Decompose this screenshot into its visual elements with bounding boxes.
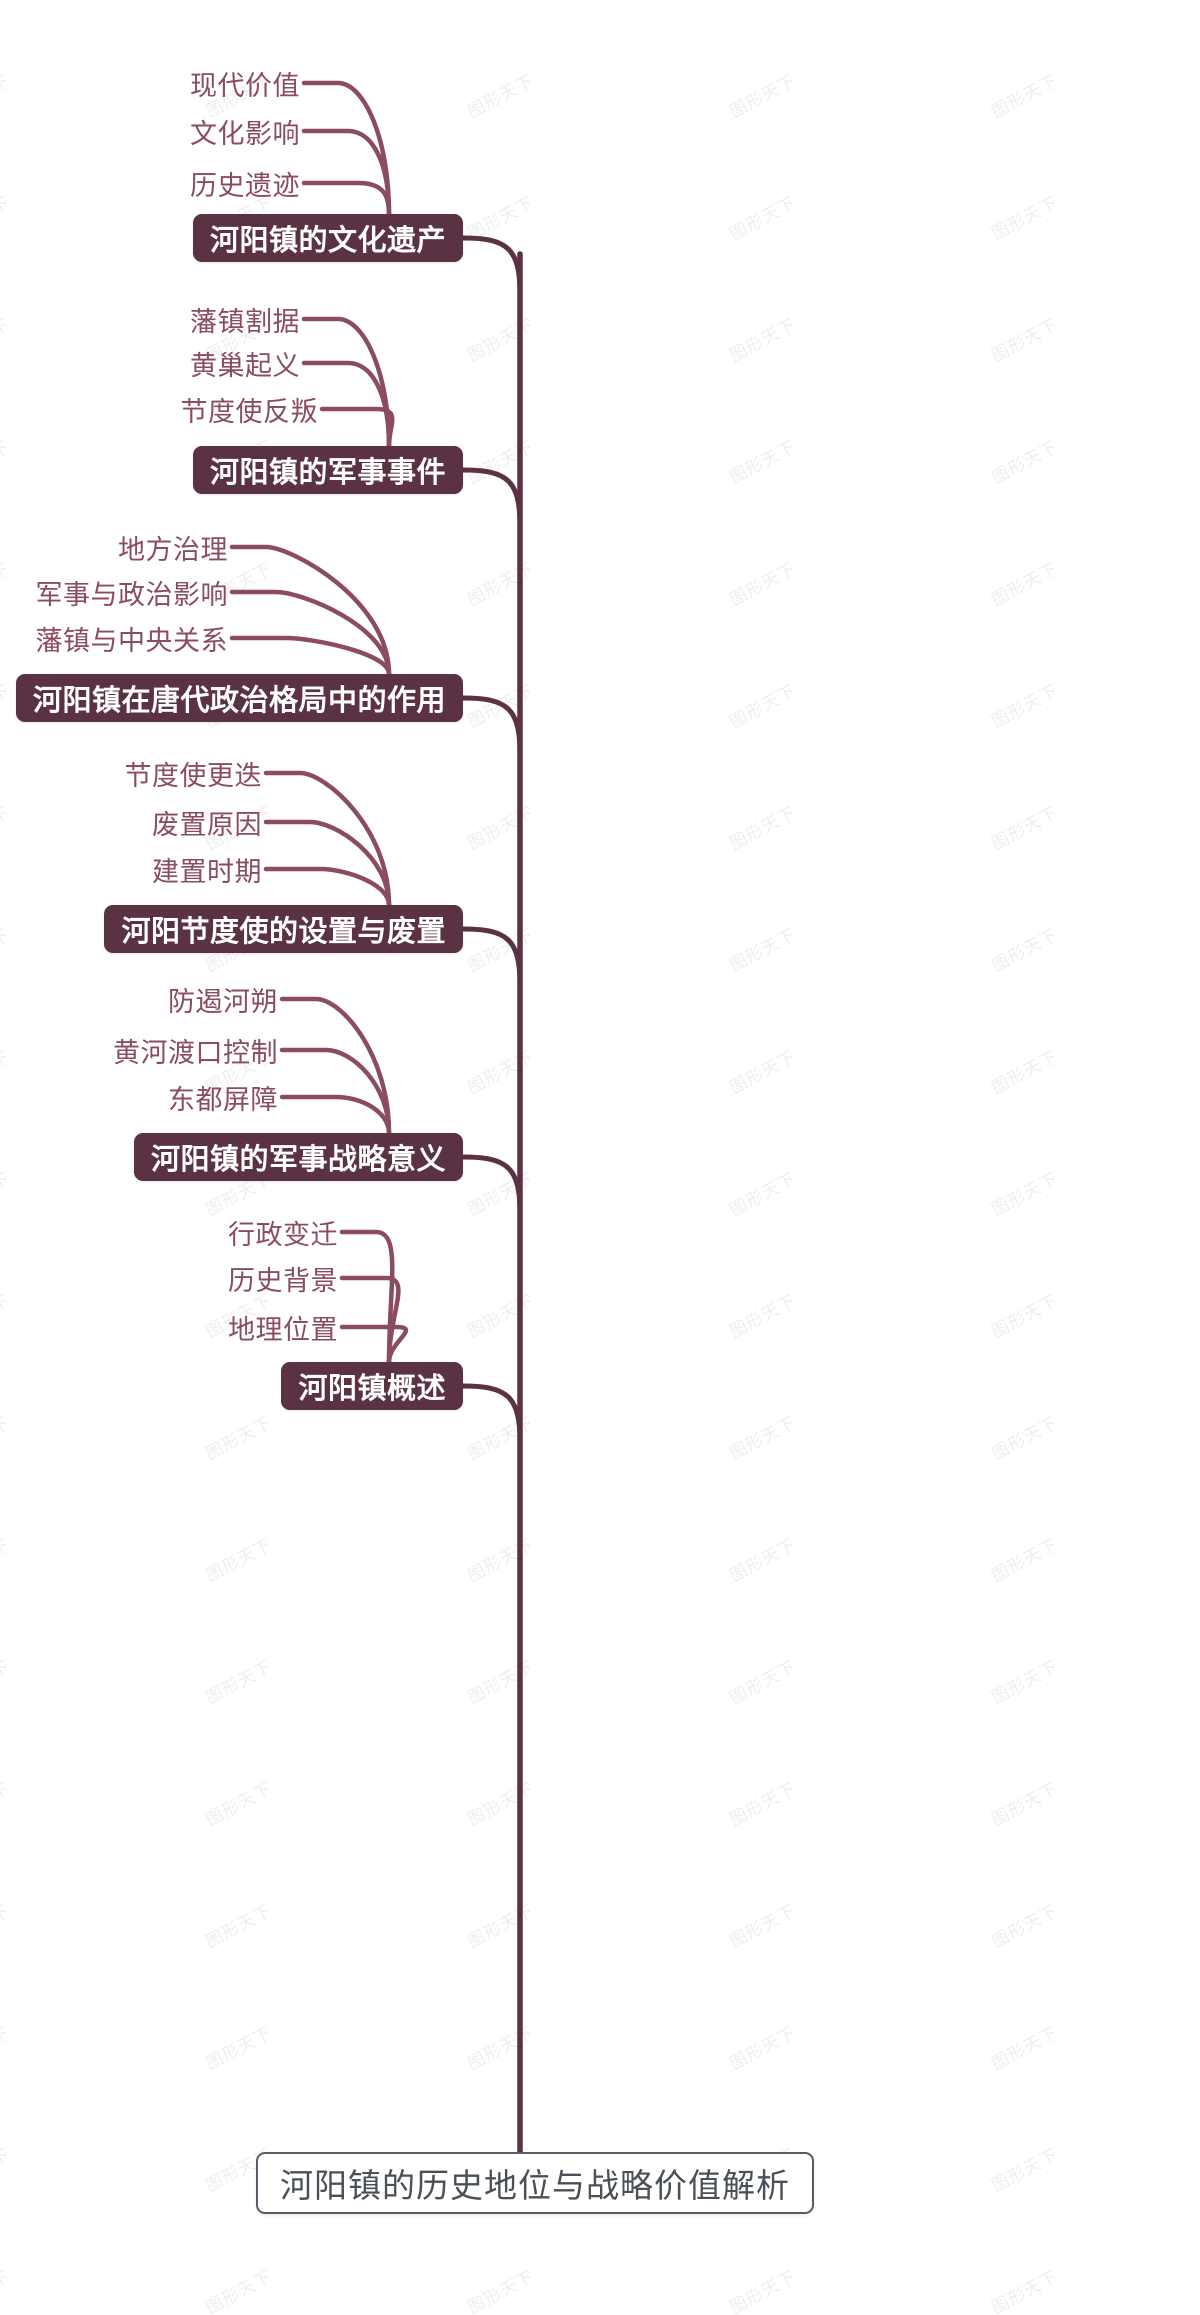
leaf-node-label: 藩镇与中央关系	[35, 625, 228, 656]
leaf-connector-1-3	[301, 180, 392, 217]
leaf-node-label: 历史背景	[228, 1265, 338, 1296]
branch-node-1[interactable]: 河阳镇的文化遗产	[192, 214, 463, 262]
leaf-connector-4-3	[263, 866, 392, 908]
branch-elbow-3	[460, 695, 523, 757]
branch-node-label: 河阳节度使的设置与废置	[121, 916, 446, 948]
leaf-connector-2-2	[301, 360, 392, 449]
leaf-node-label: 黄巢起义	[190, 350, 300, 381]
leaf-node-6-1[interactable]: 行政变迁	[228, 1215, 338, 1250]
leaf-node-label: 东都屏障	[168, 1084, 278, 1115]
leaf-node-5-3[interactable]: 东都屏障	[168, 1080, 278, 1115]
branch-elbow-2	[460, 467, 523, 529]
leaf-connector-3-1	[229, 544, 392, 677]
leaf-node-1-1[interactable]: 现代价值	[190, 66, 300, 101]
branch-node-label: 河阳镇的军事事件	[209, 457, 446, 489]
leaf-node-label: 废置原因	[152, 809, 262, 840]
branch-node-label: 河阳镇概述	[298, 1373, 446, 1405]
leaf-node-label: 黄河渡口控制	[113, 1037, 278, 1068]
leaf-node-6-3[interactable]: 地理位置	[228, 1310, 338, 1345]
leaf-node-1-3[interactable]: 历史遗迹	[190, 166, 300, 201]
leaf-node-label: 建置时期	[152, 856, 262, 887]
leaf-connector-4-2	[263, 819, 392, 908]
leaf-node-3-2[interactable]: 军事与政治影响	[35, 575, 229, 610]
branch-elbow-4	[460, 926, 523, 988]
leaf-node-label: 地方治理	[118, 534, 228, 565]
leaf-connector-5-3	[279, 1094, 392, 1136]
leaf-connector-2-3	[319, 406, 395, 449]
branch-node-label: 河阳镇在唐代政治格局中的作用	[32, 685, 446, 717]
branch-node-3[interactable]: 河阳镇在唐代政治格局中的作用	[15, 674, 463, 722]
leaf-connector-3-3	[229, 635, 392, 677]
leaf-node-label: 地理位置	[228, 1314, 338, 1345]
branch-node-5[interactable]: 河阳镇的军事战略意义	[133, 1133, 463, 1181]
root-node-label: 河阳镇的历史地位与战略价值解析	[280, 2167, 790, 2204]
leaf-node-label: 藩镇割据	[190, 306, 300, 337]
leaf-node-2-3[interactable]: 节度使反叛	[180, 392, 319, 427]
branch-elbow-1	[460, 235, 523, 297]
leaf-node-3-3[interactable]: 藩镇与中央关系	[35, 621, 229, 656]
leaf-node-label: 现代价值	[190, 70, 300, 101]
leaf-node-1-2[interactable]: 文化影响	[190, 114, 300, 149]
branch-node-label: 河阳镇的军事战略意义	[150, 1144, 446, 1176]
branch-elbow-6	[460, 1383, 523, 1445]
branch-node-6[interactable]: 河阳镇概述	[281, 1362, 463, 1410]
leaf-connector-6-3	[339, 1324, 409, 1365]
leaf-node-label: 节度使反叛	[180, 396, 318, 427]
leaf-node-label: 军事与政治影响	[35, 579, 228, 610]
leaf-node-5-1[interactable]: 防遏河朔	[168, 982, 278, 1017]
leaf-node-label: 历史遗迹	[190, 170, 300, 201]
root-node[interactable]: 河阳镇的历史地位与战略价值解析	[256, 2152, 814, 2214]
leaf-node-3-1[interactable]: 地方治理	[118, 530, 228, 565]
leaf-connector-5-2	[279, 1047, 392, 1136]
leaf-node-2-1[interactable]: 藩镇割据	[190, 302, 300, 337]
branch-elbow-5	[460, 1154, 523, 1216]
branch-node-4[interactable]: 河阳节度使的设置与废置	[104, 905, 463, 953]
leaf-connector-6-2	[339, 1275, 401, 1365]
leaf-node-4-3[interactable]: 建置时期	[152, 852, 262, 887]
leaf-node-label: 防遏河朔	[168, 986, 278, 1017]
leaf-node-5-2[interactable]: 黄河渡口控制	[113, 1033, 278, 1068]
leaf-node-4-2[interactable]: 废置原因	[152, 805, 262, 840]
leaf-node-label: 节度使更迭	[124, 760, 262, 791]
leaf-node-4-1[interactable]: 节度使更迭	[124, 756, 263, 791]
leaf-node-label: 文化影响	[190, 118, 300, 149]
leaf-node-label: 行政变迁	[228, 1219, 338, 1250]
leaf-node-6-2[interactable]: 历史背景	[228, 1261, 338, 1296]
leaf-connector-3-2	[229, 589, 392, 677]
branch-node-label: 河阳镇的文化遗产	[209, 225, 446, 257]
leaf-connector-4-1	[263, 770, 392, 908]
leaf-node-2-2[interactable]: 黄巢起义	[190, 346, 300, 381]
branch-node-2[interactable]: 河阳镇的军事事件	[192, 446, 463, 494]
